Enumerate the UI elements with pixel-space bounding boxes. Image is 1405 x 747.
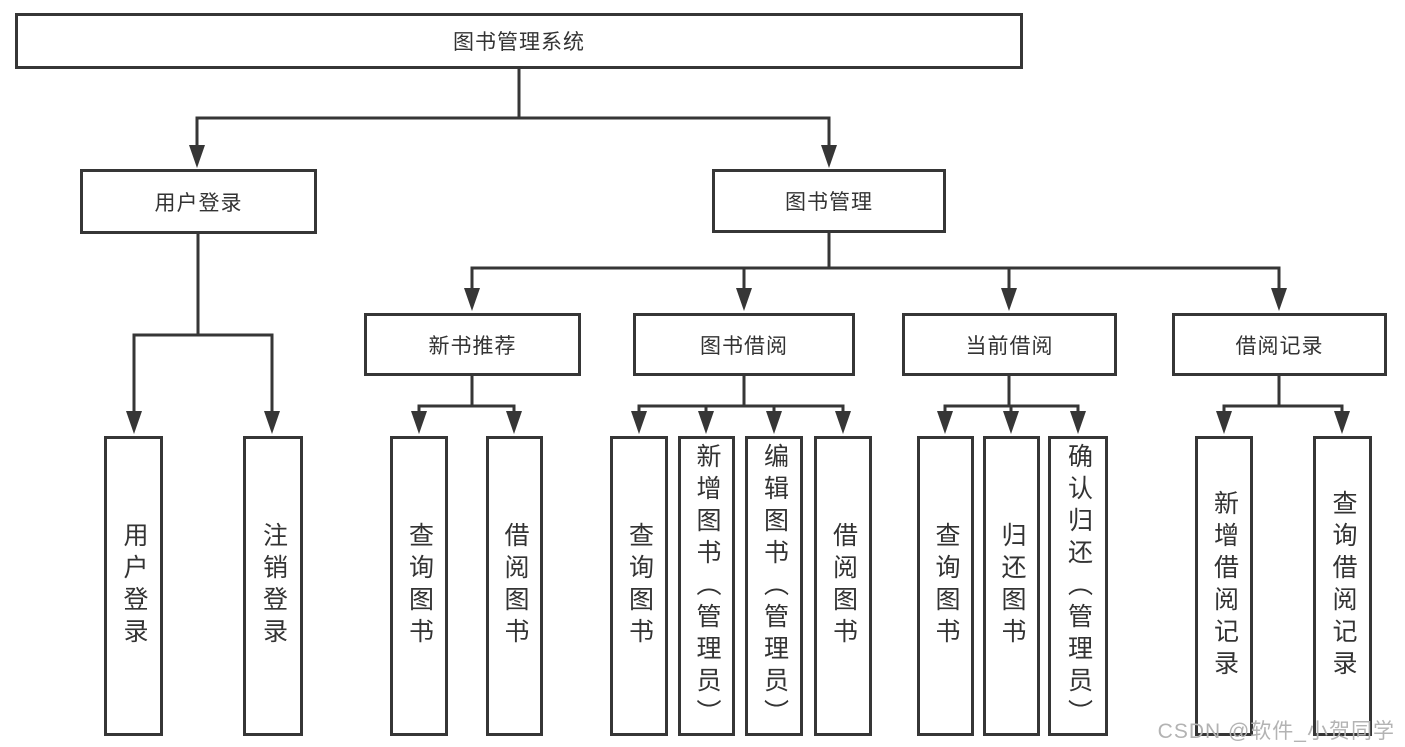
node-root: 图书管理系统 (15, 13, 1023, 69)
leaf-current-return-book: 归还图书 (983, 436, 1040, 736)
leaf-borrow-borrow-book: 借阅图书 (814, 436, 872, 736)
leaf-records-add-record: 新增借阅记录 (1195, 436, 1253, 736)
leaf-current-confirm-return-admin: 确认归还（管理员） (1048, 436, 1108, 736)
node-book-borrow: 图书借阅 (633, 313, 855, 376)
leaf-current-query-book: 查询图书 (917, 436, 974, 736)
node-new-book-recommend: 新书推荐 (364, 313, 581, 376)
leaf-newbook-query-book: 查询图书 (390, 436, 448, 736)
node-borrow-records: 借阅记录 (1172, 313, 1387, 376)
leaf-logout: 注销登录 (243, 436, 303, 736)
node-user-login: 用户登录 (80, 169, 317, 234)
leaf-borrow-add-book-admin: 新增图书（管理员） (678, 436, 735, 736)
leaf-newbook-borrow-book: 借阅图书 (486, 436, 543, 736)
leaf-borrow-edit-book-admin: 编辑图书（管理员） (745, 436, 803, 736)
leaf-records-query-record: 查询借阅记录 (1313, 436, 1372, 736)
node-book-management: 图书管理 (712, 169, 946, 233)
leaf-user-login: 用户登录 (104, 436, 163, 736)
node-current-borrow: 当前借阅 (902, 313, 1117, 376)
watermark: CSDN @软件_小贺同学 (1157, 720, 1395, 743)
leaf-borrow-query-book: 查询图书 (610, 436, 668, 736)
